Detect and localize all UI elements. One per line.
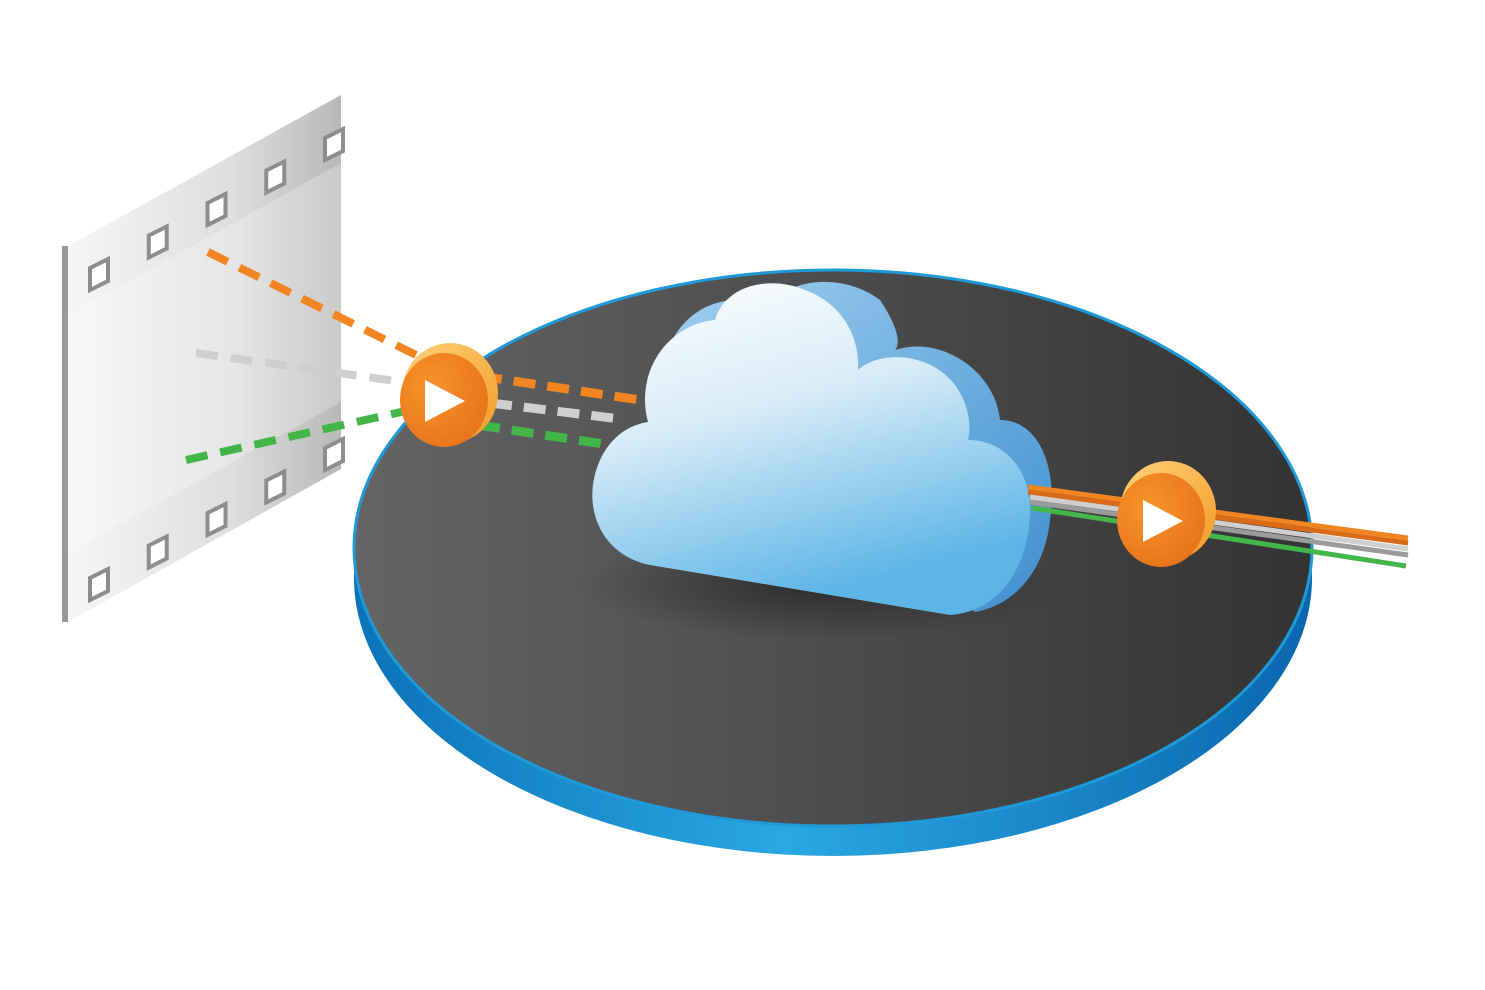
cloud-input-streams	[477, 371, 641, 450]
film-sprocket-hole	[264, 158, 287, 196]
orange-stream-to-cloud	[479, 371, 641, 405]
orange-stream-out-shade	[1027, 489, 1409, 546]
film-sprocket-hole	[323, 435, 345, 474]
cloud-icon	[592, 281, 1052, 615]
orange-stream-out	[1027, 484, 1409, 541]
gray-stream-out	[1029, 494, 1409, 552]
orange-stream-in	[206, 248, 420, 360]
output-play-button	[1117, 461, 1216, 567]
play-icon	[425, 380, 465, 422]
gray-stream-to-cloud	[489, 398, 621, 424]
gray-stream-out-shade	[1029, 499, 1409, 558]
film-sprocket-hole	[205, 190, 228, 229]
film-sprocket-hole	[323, 125, 345, 164]
green-stream-in	[185, 406, 411, 464]
film-sprocket-hole	[205, 500, 228, 539]
cloud-face	[592, 283, 1030, 615]
film-sprocket-hole	[264, 468, 287, 506]
film-strip-sprocket-holes	[88, 125, 345, 604]
film-sprocket-hole	[88, 255, 110, 294]
green-stream-out	[1031, 505, 1407, 569]
input-streams	[185, 248, 420, 464]
film-sprocket-hole	[88, 565, 110, 604]
green-stream-to-cloud	[477, 420, 611, 450]
output-streams	[1027, 484, 1409, 569]
gray-stream-in	[195, 349, 411, 387]
film-strip-icon	[62, 95, 345, 622]
disc-rim-highlight	[352, 268, 1314, 828]
ingest-play-button	[400, 343, 498, 447]
film-strip-edge	[62, 246, 68, 622]
film-sprocket-hole	[146, 533, 169, 571]
play-icon	[1143, 500, 1183, 542]
film-sprocket-hole	[146, 223, 169, 261]
